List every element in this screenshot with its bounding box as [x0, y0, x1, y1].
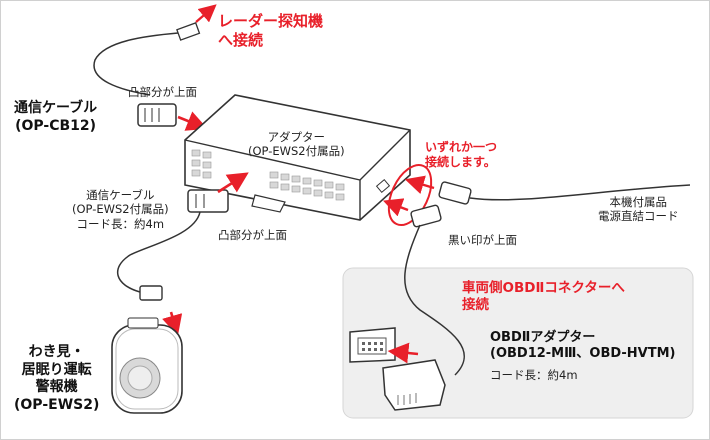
radar-connect-line2: へ接続	[218, 30, 264, 49]
label-convex-top-2: 凸部分が上面	[218, 228, 287, 242]
power-plug	[438, 181, 472, 205]
label-convex-top-1: 凸部分が上面	[128, 85, 197, 99]
cable-sub-length: コード長：約4m	[76, 216, 165, 231]
label-cable-sub: 通信ケーブル (OP-EWS2付属品) コード長：約4m	[72, 188, 169, 231]
warning-device-line3: 警報機	[35, 379, 78, 395]
vehicle-obd-socket	[349, 327, 396, 363]
vehicle-obd-line2: 接続	[462, 296, 489, 313]
warning-device-model: (OP-EWS2)	[14, 396, 100, 413]
arrow-power-into-adapter	[404, 175, 435, 194]
obd-cable-plug	[410, 204, 442, 228]
label-obd-cord: コード長：約4m	[490, 368, 578, 382]
obd-cable	[404, 224, 466, 376]
ews2-device-plug	[139, 285, 163, 301]
cable-sub-name: 通信ケーブル	[86, 188, 155, 202]
arrow-into-obd-socket	[387, 342, 419, 364]
label-either-one: いずれか一つ 接続します。	[425, 140, 497, 170]
warning-device-line1: わき見・	[28, 344, 85, 360]
cable-op-cb12	[93, 31, 191, 96]
power-cord-line2: 電源直結コード	[598, 209, 679, 224]
either-one-marker	[387, 164, 433, 226]
label-adapter: アダプター (OP-EWS2付属品)	[248, 130, 345, 159]
label-power-cord: 本機付属品 電源直結コード	[598, 195, 679, 224]
cable-main-name: 通信ケーブル	[14, 100, 98, 116]
radar-connect-line1: レーダー探知機	[218, 12, 324, 30]
adapter-name: アダプター	[267, 130, 326, 144]
adapter-model: (OP-EWS2付属品)	[248, 144, 345, 159]
arrow-into-device	[162, 311, 183, 336]
ews2-plug	[187, 189, 229, 213]
arrow-ews2-into-adapter	[217, 172, 249, 194]
arrow-cb12-into-adapter	[177, 111, 208, 131]
label-obd-adapter: OBDⅡアダプター (OBD12-MⅢ、OBD-HVTM)	[490, 330, 675, 363]
vehicle-obd-line1: 車両側OBDⅡコネクターへ	[462, 280, 625, 296]
either-one-line2: 接続します。	[425, 155, 496, 169]
power-cord-line1: 本機付属品	[609, 195, 668, 209]
op-cb12-plug	[137, 103, 177, 127]
obd-adapter-model: (OBD12-MⅢ、OBD-HVTM)	[490, 346, 676, 362]
warning-device	[111, 317, 183, 414]
label-radar-connect: レーダー探知機 へ接続	[218, 12, 323, 50]
label-vehicle-obd: 車両側OBDⅡコネクターへ 接続	[462, 280, 625, 314]
obd-adapter-body	[382, 359, 446, 411]
power-cord	[469, 184, 691, 201]
label-cable-main: 通信ケーブル (OP-CB12)	[14, 100, 97, 135]
radar-connector	[176, 22, 201, 41]
arrow-to-radar	[195, 4, 217, 23]
cable-ews2	[116, 211, 201, 293]
cable-sub-model: (OP-EWS2付属品)	[72, 202, 169, 217]
either-one-line1: いずれか一つ	[425, 140, 498, 154]
warning-device-line2: 居眠り運転	[21, 361, 92, 378]
label-warning-device: わき見・ 居眠り運転 警報機 (OP-EWS2)	[14, 344, 99, 414]
obd-adapter-name: OBDⅡアダプター	[490, 330, 596, 345]
label-black-mark: 黒い印が上面	[448, 233, 517, 247]
arrow-obd-into-adapter	[383, 198, 409, 217]
cable-main-model: (OP-CB12)	[15, 117, 97, 134]
